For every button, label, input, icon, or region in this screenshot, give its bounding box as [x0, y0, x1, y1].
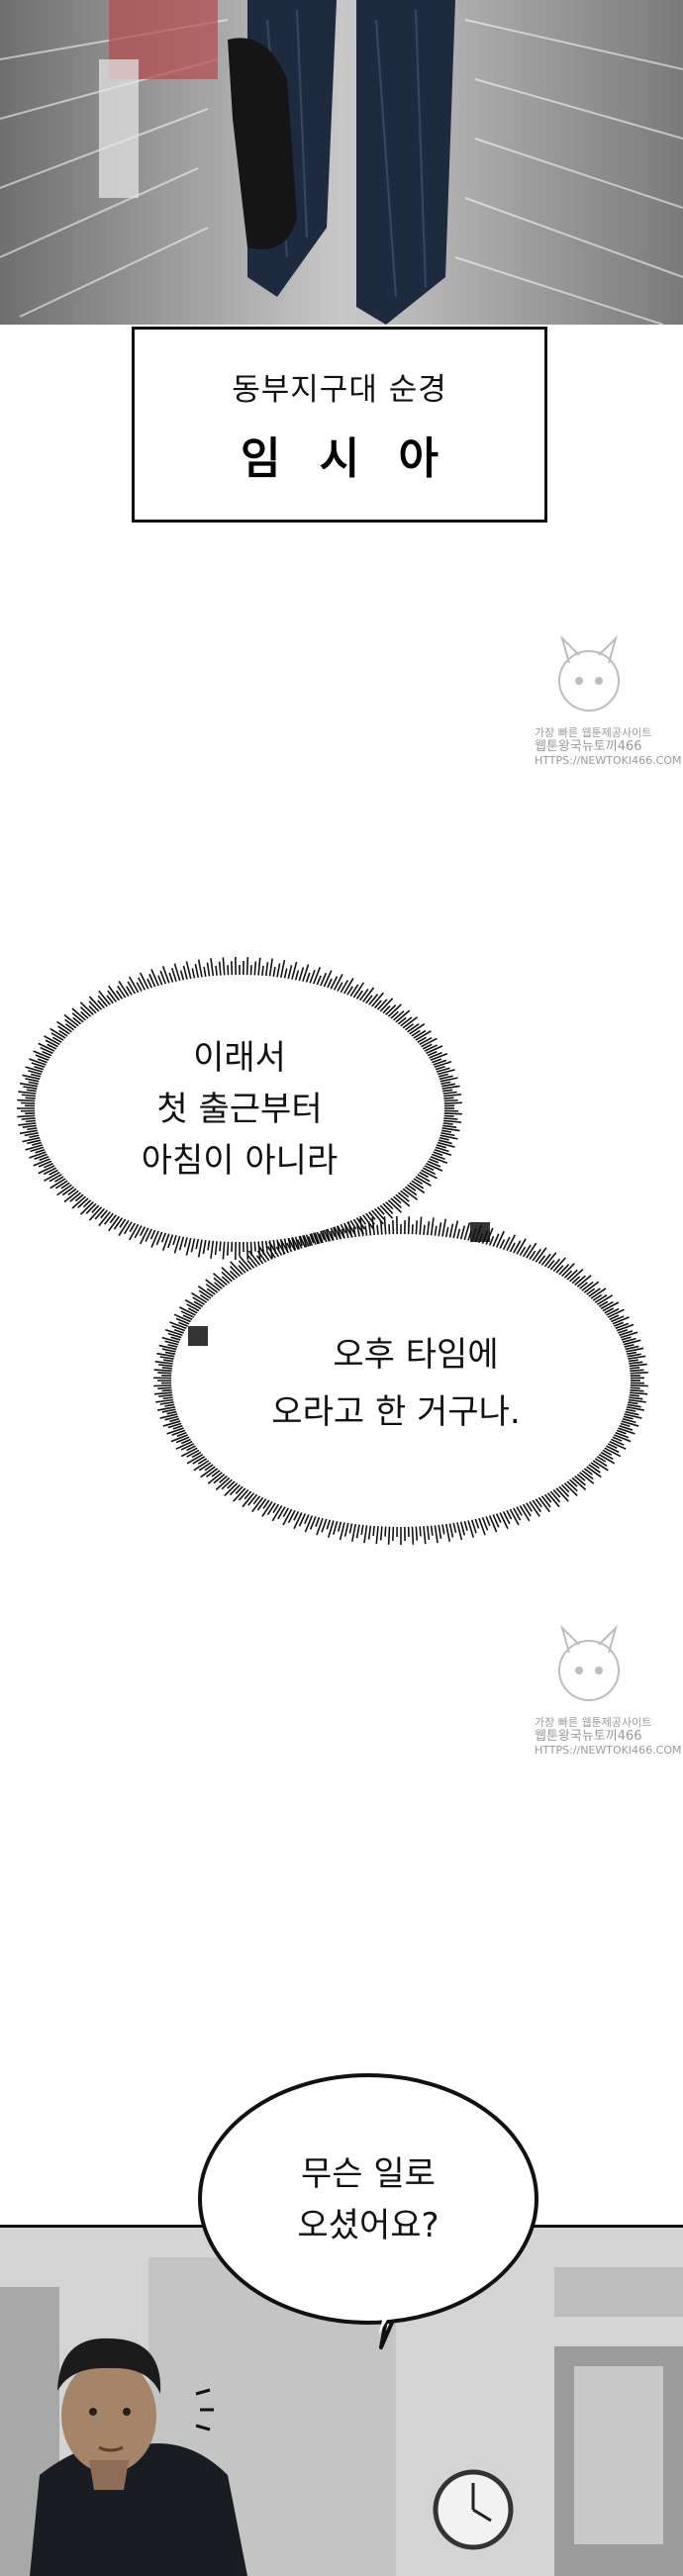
watermark-line-3: HTTPS://NEWTOKI466.COM — [535, 1744, 681, 1758]
thought-2-line-2: 오라고 한 거구나. — [271, 1392, 520, 1432]
watermark-mascot-icon — [535, 1623, 643, 1712]
watermark-line-1: 가장 빠른 웹툰제공사이트 — [535, 726, 681, 740]
thought-bubbles: 이래서 첫 출근부터 아침이 아니라 오후 타임에 오라고 한 거구나. — [0, 950, 683, 1623]
thought-1-line-3: 아침이 아니라 — [142, 1141, 339, 1181]
speech-line-2: 오셨어요? — [297, 2206, 439, 2245]
bubble-2-halftone — [188, 1326, 208, 1346]
thought-2-line-1: 오후 타임에 — [333, 1335, 498, 1375]
character-caption-box: 동부지구대 순경 임 시 아 — [132, 327, 547, 523]
thought-1-line-1: 이래서 — [193, 1038, 286, 1078]
watermark-2: 가장 빠른 웹툰제공사이트 웹툰왕국뉴토끼466 HTTPS://NEWTOKI… — [535, 1623, 681, 1758]
watermark-mascot-icon — [535, 633, 643, 722]
walking-legs-illustration — [0, 0, 683, 325]
speech-line-1: 무슨 일로 — [301, 2154, 436, 2194]
thought-1-line-2: 첫 출근부터 — [156, 1090, 322, 1129]
caption-name: 임 시 아 — [229, 423, 450, 486]
watermark-line-1: 가장 빠른 웹툰제공사이트 — [535, 1716, 681, 1730]
caption-subtitle: 동부지구대 순경 — [232, 364, 447, 409]
wall-clock-icon — [436, 2472, 511, 2547]
watermark-line-2: 웹툰왕국뉴토끼466 — [535, 740, 681, 754]
watermark-line-3: HTTPS://NEWTOKI466.COM — [535, 754, 681, 768]
bubble-1-halftone — [470, 1222, 490, 1242]
speech-bubble: 무슨 일로 오셨어요? — [0, 2039, 683, 2375]
watermark-line-2: 웹툰왕국뉴토끼466 — [535, 1730, 681, 1744]
top-panel — [0, 0, 683, 325]
watermark-1: 가장 빠른 웹툰제공사이트 웹툰왕국뉴토끼466 HTTPS://NEWTOKI… — [535, 633, 681, 768]
